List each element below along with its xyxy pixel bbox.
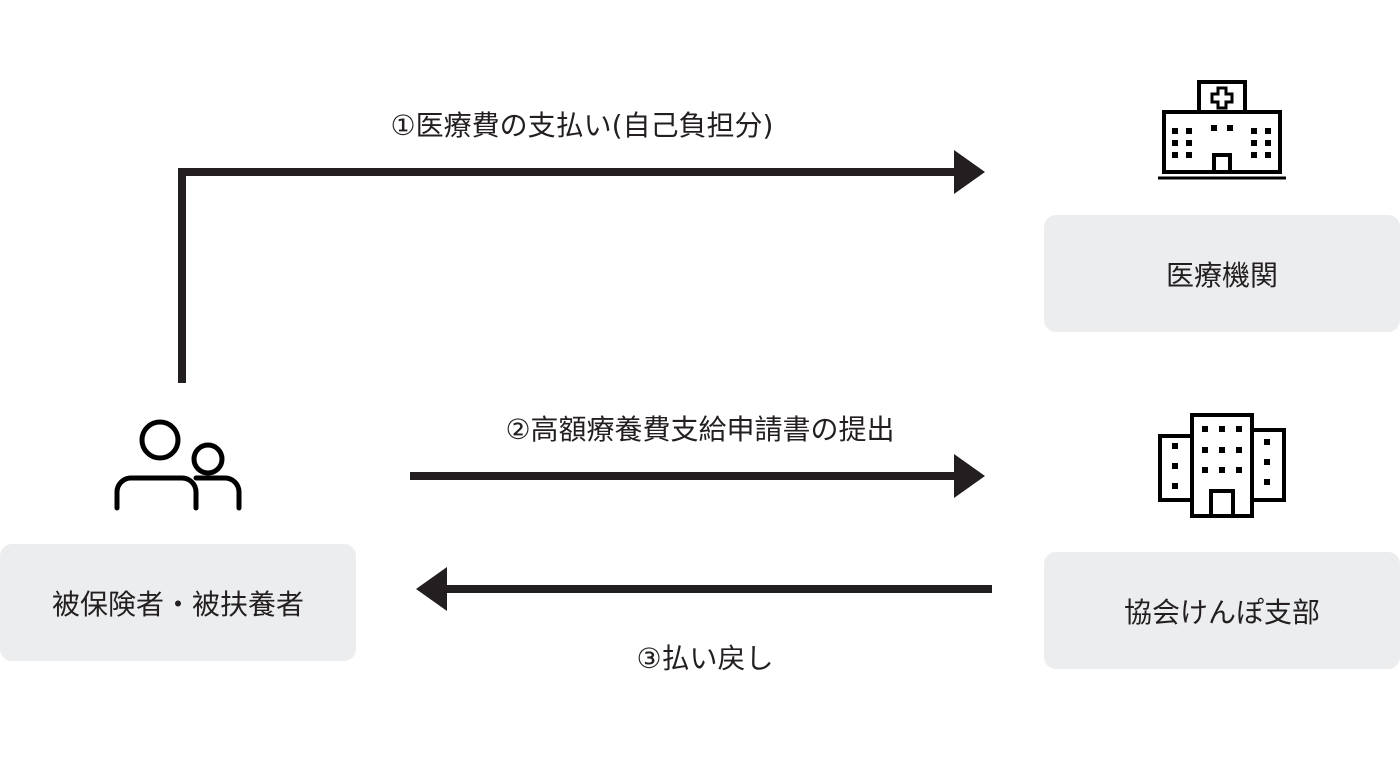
medical-institution-label: 医療機関: [1165, 258, 1278, 292]
application-label: ②高額療養費支給申請書の提出: [505, 413, 895, 446]
insured-node-label: 被保険者・被扶養者: [51, 587, 304, 621]
insured-node: 被保険者・被扶養者: [0, 544, 356, 661]
arrow-refund: [416, 567, 992, 611]
payment-label: ①医療費の支払い(自己負担分): [390, 109, 774, 142]
kyokai-branch-node: 協会けんぽ支部: [1044, 552, 1400, 669]
arrow-application: [410, 454, 985, 498]
arrow-payment: [178, 150, 985, 383]
refund-label: ③払い戻し: [636, 642, 774, 675]
medical-institution-node: 医療機関: [1044, 215, 1400, 332]
people-icon: [114, 419, 242, 511]
office-building-icon: [1158, 413, 1286, 518]
kyokai-branch-label: 協会けんぽ支部: [1123, 595, 1320, 629]
hospital-icon: [1158, 80, 1286, 180]
